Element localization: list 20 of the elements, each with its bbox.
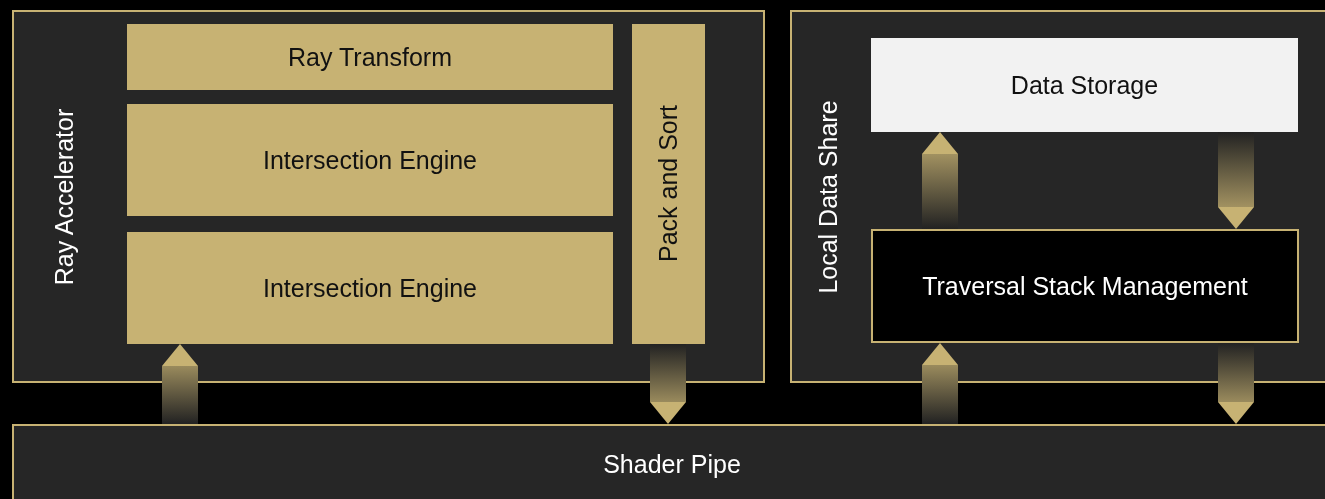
arrow xyxy=(162,344,198,424)
unit-panel xyxy=(790,10,1325,383)
block-label: Intersection Engine xyxy=(263,273,477,303)
arrow xyxy=(922,343,958,424)
block xyxy=(127,232,613,344)
block-label: Data Storage xyxy=(1010,70,1159,100)
unit-panel xyxy=(12,10,765,383)
block-label: Pack and Sort xyxy=(654,105,683,263)
block-label: Ray Transform xyxy=(288,42,452,72)
block xyxy=(871,229,1299,343)
pipe-bar xyxy=(12,424,1325,499)
unit-label: Local Data Share xyxy=(813,99,843,294)
block-label: Intersection Engine xyxy=(263,145,477,175)
storage-block xyxy=(871,38,1298,132)
block-label: Shader Pipe xyxy=(603,449,741,479)
block xyxy=(127,104,613,216)
block xyxy=(632,24,705,344)
block-label: Traversal Stack Management xyxy=(922,271,1248,301)
block xyxy=(127,24,613,90)
unit-label: Ray Accelerator xyxy=(49,108,79,285)
